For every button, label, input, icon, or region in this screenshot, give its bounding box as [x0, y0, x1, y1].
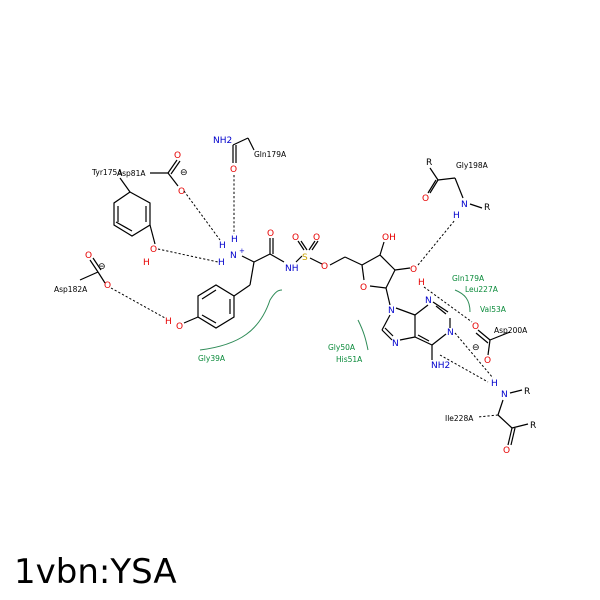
residue-tyr175: Tyr175A: [91, 168, 123, 177]
minus-charge: ⊖: [180, 168, 188, 178]
oxygen-label: O: [178, 187, 185, 197]
plus-charge: +: [239, 247, 245, 255]
residue-gly198: Gly198A: [456, 161, 489, 170]
ile228-fragment: H N R O R Ile228A: [445, 379, 536, 456]
oxygen-label: O: [85, 251, 92, 261]
nitrogen-label: N: [447, 328, 454, 338]
oxygen-label: O: [422, 194, 429, 204]
residue-asp81: Asp81A: [117, 169, 146, 178]
hydrogen-label: H: [453, 211, 460, 221]
ligand-backbone: H H N + H O NH: [218, 229, 303, 274]
oxygen-label: O: [313, 233, 320, 243]
nitrogen-label: N: [425, 296, 432, 306]
hydrogen-label: H: [219, 241, 226, 251]
gln179-fragment: NH2 O Gln179A: [213, 136, 287, 234]
nitrogen-label: N: [230, 251, 237, 261]
ribose-ring: O OH O H: [344, 219, 473, 323]
hydroxyl-label: OH: [382, 233, 396, 243]
residue-gln179-top: Gln179A: [254, 150, 287, 159]
residue-ile228: Ile228A: [445, 414, 474, 423]
residue-gly39: Gly39A: [198, 354, 226, 363]
r-group-label: R: [530, 421, 536, 431]
oxygen-label: O: [150, 245, 157, 255]
hydrogen-label: H: [143, 258, 150, 268]
residue-leu227: Leu227A: [465, 285, 499, 294]
adenine: N N N N NH2: [381, 296, 494, 383]
residue-his51: His51A: [336, 355, 363, 364]
hydrogen-label: H: [418, 278, 425, 288]
oxygen-label: O: [230, 165, 237, 175]
sulfur-label: S: [302, 253, 308, 263]
oxygen-label: O: [174, 151, 181, 161]
diagram-title: 1vbn:YSA: [14, 552, 177, 592]
residue-gln179-hyd: Gln179A: [452, 274, 485, 283]
oxygen-label: O: [321, 262, 328, 272]
ligand-tyrosine: H O: [165, 261, 255, 332]
hydrophobic-contacts: Gly39A Gly50A His51A Gln179A Leu227A Val…: [198, 274, 507, 364]
r-group-label: R: [484, 203, 490, 213]
oxygen-label: O: [292, 233, 299, 243]
minus-charge: ⊖: [472, 343, 480, 353]
asp200-fragment: O O ⊖ Asp200A: [472, 322, 528, 366]
oxygen-label: O: [410, 265, 417, 275]
hydrogen-label: H: [218, 258, 225, 268]
nh2-adenine-label: NH2: [431, 361, 450, 371]
hydrogen-label: H: [165, 317, 172, 327]
oxygen-label: O: [472, 322, 479, 332]
gly198-fragment: R O N R H Gly198A: [422, 158, 490, 221]
nh-label: NH: [285, 264, 299, 274]
nitrogen-label: N: [388, 306, 395, 316]
residue-asp200: Asp200A: [494, 326, 528, 335]
minus-charge: ⊖: [98, 262, 106, 272]
residue-gly50: Gly50A: [328, 343, 356, 352]
oxygen-label: O: [484, 356, 491, 366]
residue-asp182: Asp182A: [54, 285, 88, 294]
r-group-label: R: [524, 387, 530, 397]
nitrogen-label: N: [501, 390, 508, 400]
nh2-top-label: NH2: [213, 136, 232, 146]
oxygen-label: O: [176, 322, 183, 332]
asp182-fragment: O O ⊖ Asp182A: [54, 251, 166, 319]
oxygen-label: O: [503, 446, 510, 456]
oxygen-label: O: [360, 283, 367, 293]
nitrogen-label: N: [392, 339, 399, 349]
oxygen-label: O: [104, 281, 111, 291]
tyr175-fragment: Tyr175A O H: [91, 168, 219, 268]
hydrogen-label: H: [231, 235, 238, 245]
oxygen-label: O: [267, 229, 274, 239]
residue-val53: Val53A: [480, 305, 507, 314]
sulfamoyl-group: S O O O: [292, 233, 346, 272]
asp81-fragment: O O ⊖ Asp81A: [117, 151, 221, 241]
nitrogen-label: N: [461, 200, 468, 210]
r-group-label: R: [426, 158, 432, 168]
hydrogen-label: H: [491, 379, 498, 389]
